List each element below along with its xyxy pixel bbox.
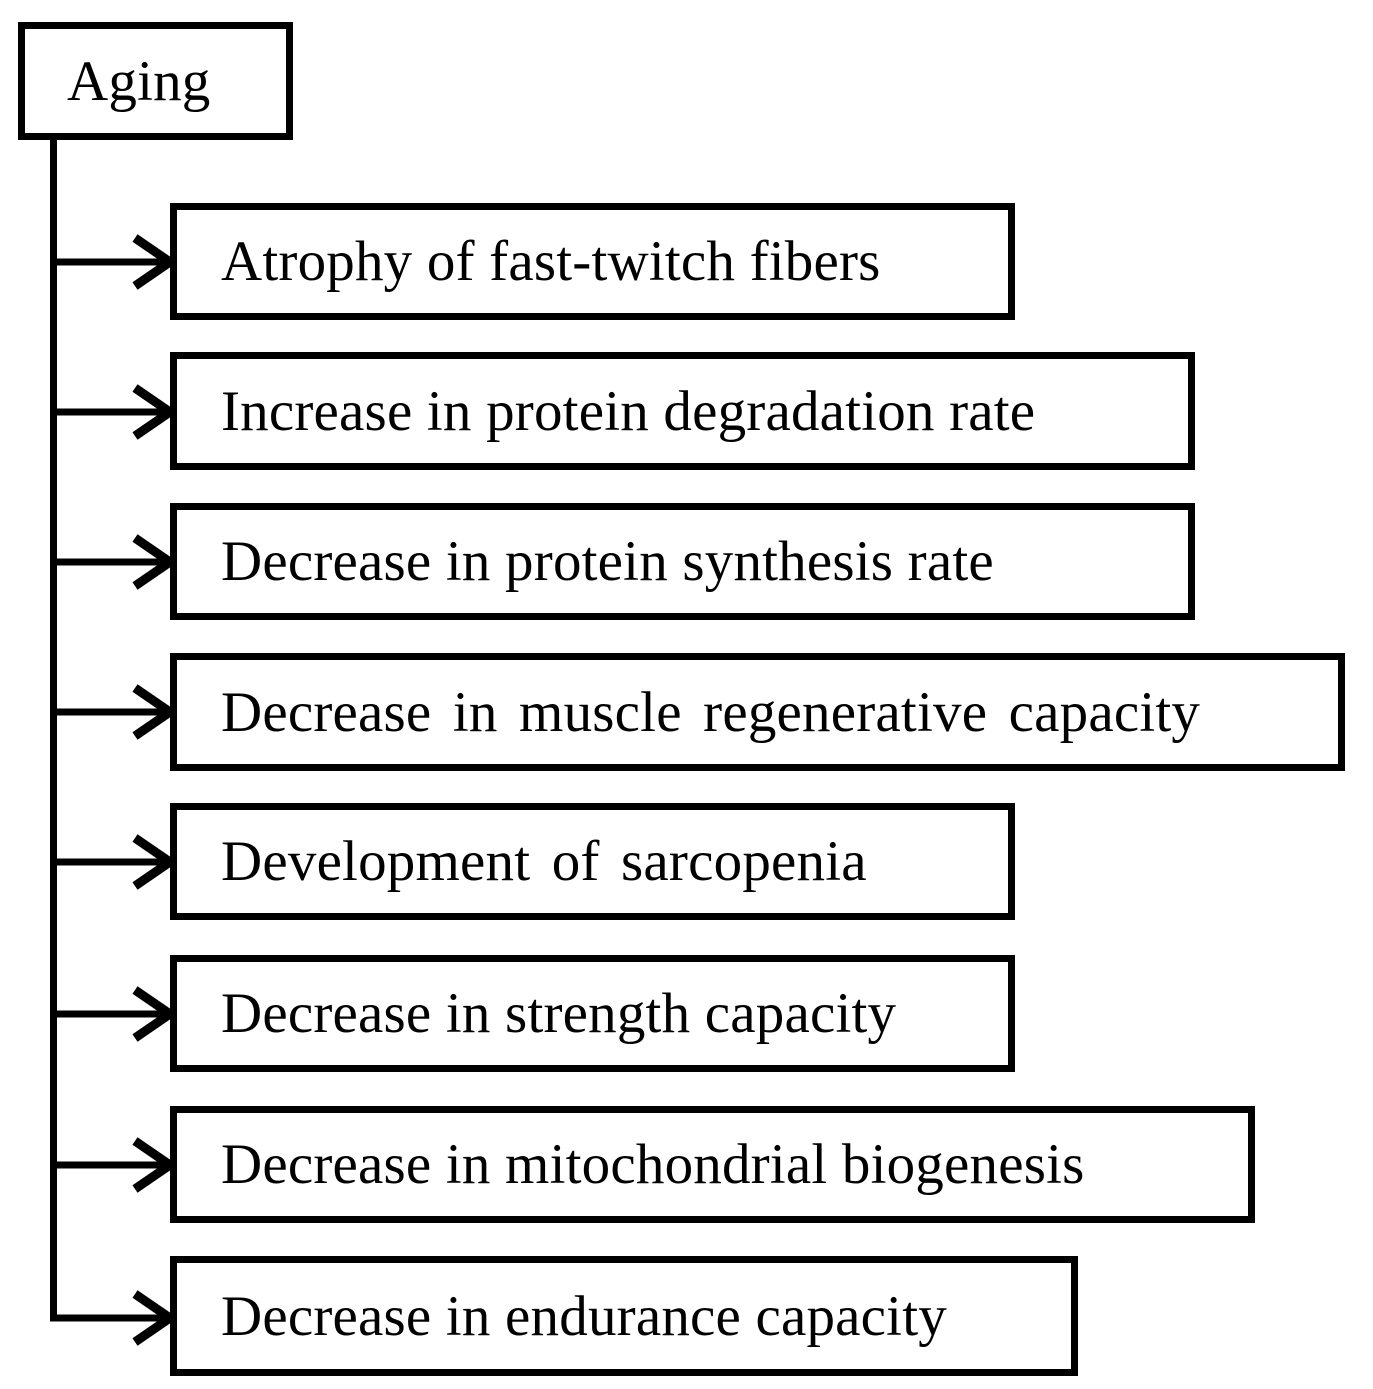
node-aging-label: Aging xyxy=(67,49,211,113)
node-sarcopenia-label: Development of sarcopenia xyxy=(221,830,867,893)
node-protein-synthesis-label: Decrease in protein synthesis rate xyxy=(221,530,994,593)
node-atrophy-fast-twitch-label: Atrophy of fast-twitch fibers xyxy=(221,230,881,293)
node-endurance-capacity-label: Decrease in endurance capacity xyxy=(221,1284,947,1348)
node-muscle-regeneration[interactable]: Decrease in muscle regenerative capacity xyxy=(170,653,1345,771)
node-strength-capacity-label: Decrease in strength capacity xyxy=(221,982,897,1045)
node-muscle-regeneration-label: Decrease in muscle regenerative capacity xyxy=(221,680,1201,744)
arrowhead-icon-5 xyxy=(132,834,178,890)
node-mitochondrial-biogenesis-label: Decrease in mitochondrial biogenesis xyxy=(221,1133,1085,1196)
arrowhead-icon-3 xyxy=(132,534,178,590)
node-protein-degradation[interactable]: Increase in protein degradation rate xyxy=(170,352,1195,470)
node-sarcopenia[interactable]: Development of sarcopenia xyxy=(170,803,1015,920)
node-strength-capacity[interactable]: Decrease in strength capacity xyxy=(170,955,1015,1072)
arrowhead-icon-1 xyxy=(132,234,178,290)
arrowhead-icon-6 xyxy=(132,986,178,1042)
arrowhead-icon-2 xyxy=(132,384,178,440)
node-atrophy-fast-twitch[interactable]: Atrophy of fast-twitch fibers xyxy=(170,203,1015,320)
arrowhead-icon-4 xyxy=(132,684,178,740)
node-aging[interactable]: Aging xyxy=(18,22,293,140)
arrowhead-icon-8 xyxy=(132,1290,178,1346)
node-protein-degradation-label: Increase in protein degradation rate xyxy=(221,379,1036,443)
arrowhead-icon-7 xyxy=(132,1137,178,1193)
node-endurance-capacity[interactable]: Decrease in endurance capacity xyxy=(170,1256,1078,1376)
node-protein-synthesis[interactable]: Decrease in protein synthesis rate xyxy=(170,503,1195,620)
node-mitochondrial-biogenesis[interactable]: Decrease in mitochondrial biogenesis xyxy=(170,1106,1255,1223)
